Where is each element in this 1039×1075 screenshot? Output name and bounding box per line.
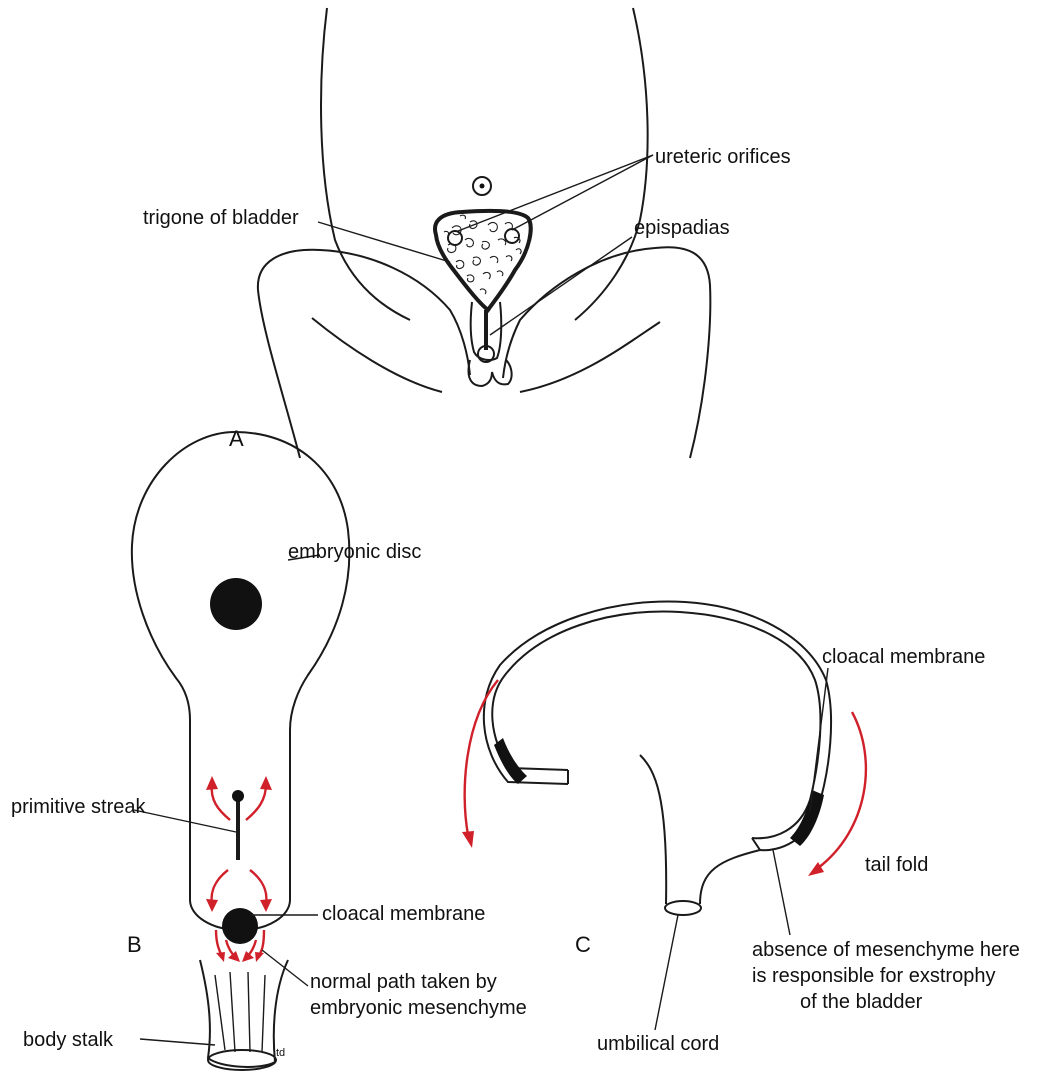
label-tail-fold: tail fold <box>865 854 928 876</box>
label-trigone-of-bladder: trigone of bladder <box>143 207 299 229</box>
label-absence-line-1: absence of mesenchyme here <box>752 939 1020 961</box>
panel-letter-b: B <box>127 932 142 957</box>
label-body-stalk: body stalk <box>23 1029 114 1051</box>
ureteric-orifice-right <box>505 229 519 243</box>
label-absence-line-3: of the bladder <box>800 991 923 1013</box>
ureteric-orifice-left <box>448 231 462 245</box>
cloacal-membrane-b <box>222 908 258 944</box>
panel-letter-a: A <box>229 426 244 451</box>
embryo-outer <box>492 612 820 839</box>
right-thigh <box>503 247 710 458</box>
oropharyngeal-membrane-c <box>494 738 527 784</box>
panel-c: cloacal membrane tail fold absence of me… <box>462 602 1020 1055</box>
label-normal-path-line-2: embryonic mesenchyme <box>310 997 527 1019</box>
left-inner-thigh <box>312 318 442 392</box>
label-embryonic-disc: embryonic disc <box>288 541 421 563</box>
panel-b: embryonic disc primitive streak cloacal … <box>11 432 527 1070</box>
label-cloacal-membrane-c: cloacal membrane <box>822 646 985 668</box>
embryonic-disc-outline <box>132 432 350 930</box>
label-normal-path-line-1: normal path taken by <box>310 971 497 993</box>
label-absence-line-2: is responsible for exstrophy <box>752 965 995 987</box>
buccopharyngeal-membrane <box>210 578 262 630</box>
label-ureteric-orifices: ureteric orifices <box>655 146 791 168</box>
primitive-node <box>232 790 244 802</box>
abdomen-outline <box>321 8 410 320</box>
cloacal-membrane-c <box>790 790 824 846</box>
umbilical-cord <box>640 755 760 904</box>
exstrophic-bladder <box>435 211 531 310</box>
label-primitive-streak: primitive streak <box>11 796 146 818</box>
artist-initials: td <box>276 1047 285 1059</box>
label-umbilical-cord: umbilical cord <box>597 1033 719 1055</box>
label-cloacal-membrane-b: cloacal membrane <box>322 903 485 925</box>
panel-a: ureteric orifices trigone of bladder epi… <box>143 8 791 458</box>
panel-letter-c: C <box>575 932 591 957</box>
right-inner-thigh <box>520 322 660 392</box>
label-epispadias: epispadias <box>634 217 730 239</box>
left-thigh <box>258 250 470 458</box>
